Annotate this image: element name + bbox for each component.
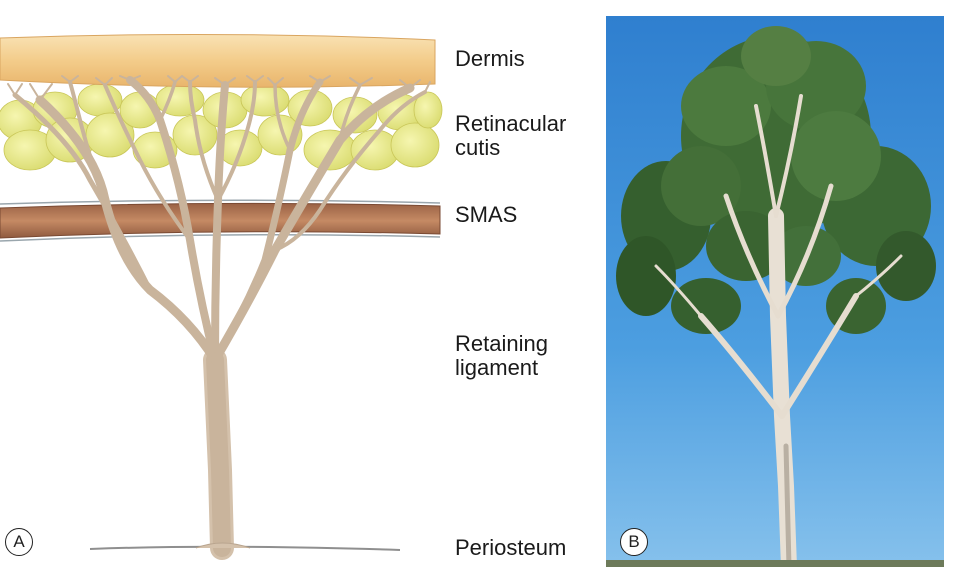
retaining-ligament-tree [7, 75, 431, 560]
tree-foliage [616, 26, 936, 334]
panel-letter-a: A [5, 528, 33, 556]
ligament-illustration [0, 33, 443, 560]
tree-photo [606, 16, 944, 567]
panel-b-tree-photo [606, 16, 944, 567]
label-smas: SMAS [455, 202, 518, 227]
panel-letter-b: B [620, 528, 648, 556]
label-dermis: Dermis [455, 46, 525, 71]
dermis-layer [0, 33, 436, 88]
label-retaining-ligament: Retaining ligament [455, 331, 548, 380]
label-retinacular-cutis: Retinacular cutis [455, 111, 567, 160]
tree-trunk [654, 94, 903, 567]
label-periosteum: Periosteum [455, 535, 567, 560]
panel-a-illustration [0, 33, 443, 560]
